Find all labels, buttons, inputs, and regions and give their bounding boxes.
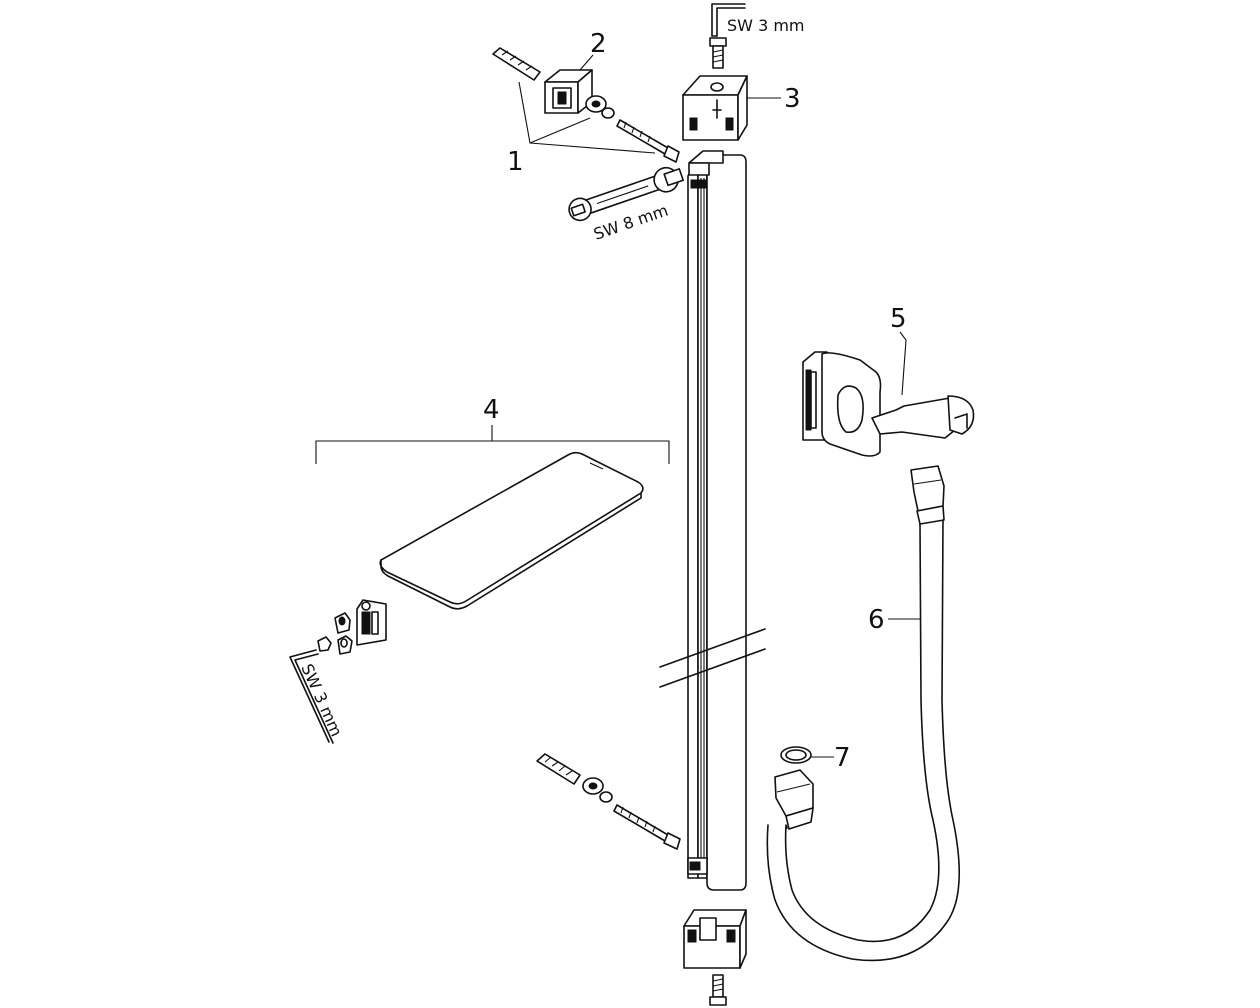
callout-1-leaders — [518, 81, 656, 154]
callout-7: 7 — [834, 743, 851, 773]
bottom-nut-washer — [582, 777, 613, 803]
glass-shelf — [379, 451, 644, 610]
hex-key-left-icon — [289, 649, 334, 744]
top-wood-screw — [616, 119, 680, 163]
shelf-holder — [356, 599, 387, 646]
callout-5-leader — [899, 331, 907, 396]
hex-key-top-label: SW 3 mm — [727, 16, 805, 35]
top-nut-washer — [585, 95, 615, 119]
shower-hose — [766, 465, 960, 962]
callout-4: 4 — [483, 395, 500, 425]
top-wall-dowel — [492, 47, 541, 81]
hand-shower-holder — [802, 351, 975, 457]
shower-rail — [659, 150, 766, 891]
wrench-icon — [568, 166, 684, 222]
bottom-cap-screw-icon — [709, 974, 727, 1006]
hose-seal — [780, 746, 812, 764]
callout-1: 1 — [507, 147, 524, 177]
callout-2: 2 — [590, 29, 607, 59]
bottom-wood-screw — [613, 804, 681, 850]
bottom-wall-dowel — [536, 753, 581, 785]
hex-key-top-icon — [711, 3, 746, 37]
top-end-cap — [682, 75, 748, 141]
top-cap-screw-icon — [709, 37, 727, 69]
callout-3: 3 — [784, 84, 801, 114]
callout-2-leader — [579, 54, 594, 71]
shelf-set-screws — [317, 612, 353, 655]
callout-5: 5 — [890, 304, 907, 334]
bottom-end-cap — [683, 909, 747, 969]
wall-bracket — [544, 69, 593, 114]
shelf-bracket-line — [315, 425, 670, 464]
callout-6: 6 — [868, 605, 885, 635]
